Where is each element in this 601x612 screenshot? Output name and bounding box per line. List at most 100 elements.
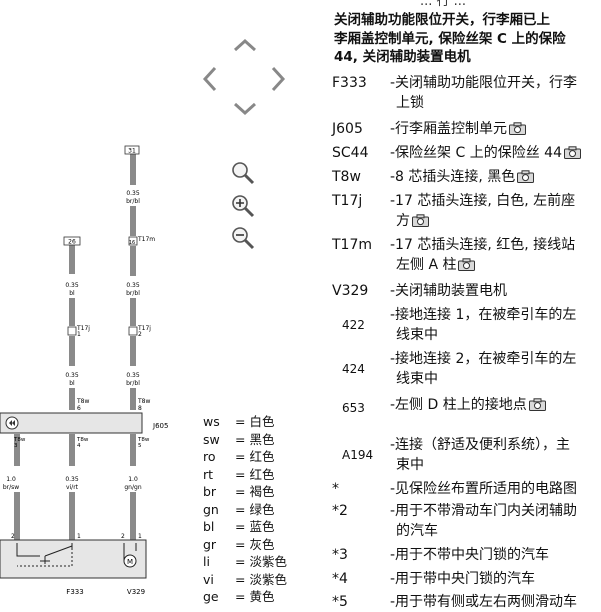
- wire-color: gn/gn: [124, 484, 141, 491]
- component-code: SC44: [332, 145, 369, 161]
- legend-code: ge: [203, 589, 219, 604]
- connector-t17j-a: [67, 326, 77, 336]
- terminal-26-box: [63, 236, 81, 246]
- wire-segment: [14, 492, 20, 540]
- component-description: -关闭辅助功能限位开关，行李上锁: [390, 73, 577, 113]
- wire-color: br/bl: [126, 198, 140, 205]
- description-line: -用于不带滑动车门内关闭辅助: [390, 503, 578, 519]
- zoom-out-icon[interactable]: [230, 225, 256, 251]
- description-text: 的汽车: [396, 523, 438, 539]
- terminal-31-label: 31: [128, 148, 136, 155]
- legend-row: sw= 黑色: [203, 431, 287, 449]
- wire-size: 0.35: [65, 282, 79, 289]
- wire-size: 0.35: [65, 372, 79, 379]
- legend-code: li: [203, 554, 210, 569]
- connector-t17m-label: T17m: [137, 236, 155, 243]
- terminal-26-label: 26: [68, 239, 76, 246]
- legend-code: ro: [203, 449, 216, 464]
- description-line: -17 芯插头连接, 白色, 左前座: [390, 193, 576, 209]
- terminal-31-box: [124, 145, 140, 155]
- legend-color-name: = 白色: [235, 414, 275, 429]
- component-code: J605: [332, 121, 363, 137]
- legend-row: bl = 蓝色: [203, 518, 287, 536]
- chevron-up-icon[interactable]: [233, 38, 257, 52]
- legend-code: gr: [203, 536, 217, 552]
- description-line: -接地连接 2，在被牵引车的左: [390, 351, 577, 367]
- camera-icon[interactable]: [458, 258, 476, 271]
- zoom-in-icon[interactable]: [230, 193, 256, 219]
- legend-color-name: = 黄色: [235, 589, 275, 604]
- description-line: 线束中: [390, 325, 576, 345]
- legend-row: gr= 灰色: [203, 536, 287, 554]
- description-line: 的汽车: [390, 521, 577, 541]
- wire-segment: [130, 388, 136, 410]
- connector-pin: 5: [138, 443, 142, 449]
- description-text: 左侧 A 柱: [396, 257, 457, 273]
- description-line: 上锁: [390, 93, 577, 113]
- description-line: -接地连接 1，在被牵引车的左: [390, 307, 577, 323]
- wire-segment: [130, 206, 136, 236]
- component-description: -接地连接 1，在被牵引车的左线束中: [390, 305, 576, 345]
- f333-v329-component-box: [0, 539, 147, 579]
- component-description: -8 芯插头连接, 黑色: [390, 167, 535, 187]
- description-text: 上锁: [396, 95, 424, 111]
- component-description: -17 芯插头连接, 红色, 接线站左侧 A 柱: [390, 235, 575, 275]
- legend-row: br= 褐色: [203, 483, 287, 501]
- legend-color-name: = 蓝色: [235, 519, 275, 534]
- camera-icon[interactable]: [564, 146, 581, 159]
- component-description: -用于带中央门锁的汽车: [390, 569, 535, 589]
- wire-color: br/sw: [3, 484, 19, 491]
- connector-t8w-label: T8w: [137, 437, 150, 443]
- limit-switch-symbol-icon: [16, 543, 73, 564]
- wire-segment: [69, 492, 75, 540]
- legend-code: ws: [203, 414, 220, 429]
- wire-segment: [130, 336, 136, 366]
- description-line: -行李厢盖控制单元: [390, 121, 508, 137]
- legend-code: sw: [203, 431, 220, 447]
- connector-pin: 2: [138, 331, 142, 338]
- j605-control-unit: [0, 412, 143, 434]
- legend-row: vi= 淡紫色: [203, 571, 287, 589]
- chevron-right-icon[interactable]: [270, 66, 286, 92]
- camera-icon[interactable]: [509, 122, 527, 135]
- j605-label: J605: [152, 422, 168, 430]
- camera-icon[interactable]: [528, 398, 546, 411]
- connector-t8w-label: T8w: [76, 398, 89, 405]
- connector-t8w-label: T8w: [76, 437, 89, 443]
- description-text: 线束中: [396, 327, 438, 343]
- camera-icon[interactable]: [517, 170, 535, 183]
- description-line: -连接（舒适及便利系统），主: [390, 437, 571, 453]
- legend-color-name: = 淡紫色: [235, 554, 287, 569]
- chevron-left-icon[interactable]: [202, 66, 218, 92]
- chevron-down-icon[interactable]: [233, 102, 257, 116]
- description-line: -用于带中央门锁的汽车: [390, 571, 536, 587]
- wire-size: 1.0: [6, 476, 16, 483]
- wire-size: 0.35: [65, 476, 79, 483]
- connector-t8w-label: T8w: [137, 398, 150, 405]
- page-title-line: 李厢盖控制单元, 保险丝架 C 上的保险: [334, 30, 566, 47]
- component-code: *2: [332, 503, 348, 519]
- wiring-diagram: 31 0.35 br/bl T17m 16 0.35 br/bl T17j 2 …: [0, 145, 168, 596]
- pin-label: 1: [77, 533, 81, 540]
- component-description: -接地连接 2，在被牵引车的左线束中: [390, 349, 576, 389]
- pin-label: 2: [121, 533, 125, 540]
- legend-code: bl: [203, 519, 215, 534]
- wire-segment: [69, 336, 75, 366]
- component-code: *4: [332, 571, 348, 587]
- legend-color-name: = 褐色: [235, 484, 275, 499]
- description-line: -保险丝架 C 上的保险丝 44: [390, 145, 562, 161]
- connector-t17j-label: T17j: [137, 325, 151, 332]
- legend-code: rt: [203, 466, 214, 482]
- legend-row: ws = 白色: [203, 413, 287, 431]
- pin-label: 1: [138, 533, 142, 540]
- component-description: -行李厢盖控制单元: [390, 119, 527, 139]
- wire-segment: [69, 434, 75, 466]
- component-description: -用于不带中央门锁的汽车: [390, 545, 549, 565]
- camera-icon[interactable]: [412, 214, 429, 227]
- component-description: -17 芯插头连接, 白色, 左前座方: [390, 191, 575, 231]
- description-text: 线束中: [396, 371, 438, 387]
- legend-code: vi: [203, 571, 214, 587]
- zoom-icon[interactable]: [230, 160, 256, 186]
- description-line: -左侧 D 柱上的接地点: [390, 397, 527, 413]
